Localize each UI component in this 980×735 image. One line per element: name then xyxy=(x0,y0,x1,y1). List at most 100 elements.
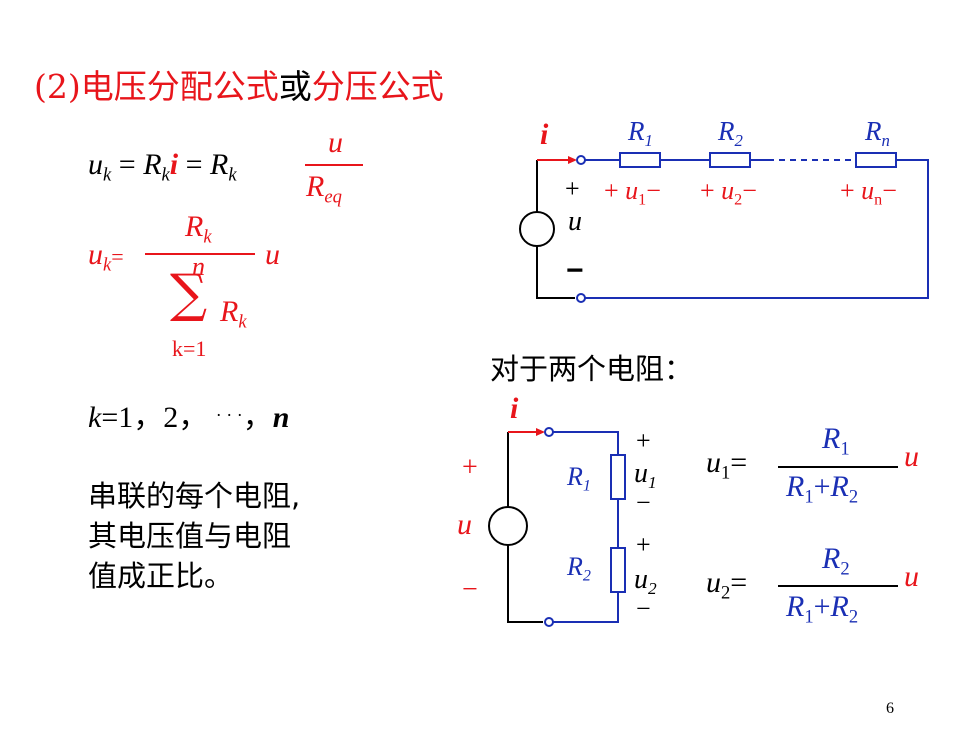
bottom-terminal-upper xyxy=(544,427,554,437)
u1-num-R: R xyxy=(822,422,841,455)
eq1-den-R: R xyxy=(306,170,325,203)
u1-num-sub: 1 xyxy=(840,438,850,460)
eq2-num-R: R xyxy=(185,210,204,243)
bottom-circuit xyxy=(488,427,626,627)
top-left-wire-lower xyxy=(536,246,575,299)
eq2-sum-top: n xyxy=(192,252,205,281)
u2-rhs-u: u xyxy=(904,560,919,593)
bottom-current-label: i xyxy=(510,392,519,425)
u1-den-plus: + xyxy=(813,470,831,503)
bottom-u2-minus: − xyxy=(636,594,651,623)
bottom-voltage-source xyxy=(488,506,528,546)
eq1-R: R xyxy=(143,148,162,181)
eq1-uk: u xyxy=(88,148,103,181)
u1-den-R2: R xyxy=(830,470,849,503)
bottom-R2-label: R2 xyxy=(567,552,591,586)
title-part1: (2)电压分配公式 xyxy=(34,67,279,106)
u1-denominator: R1+R2 xyxy=(786,470,858,509)
u2-lhs: u2= xyxy=(706,566,747,605)
eq2-u: u xyxy=(265,238,280,271)
top-u1-plus: + xyxy=(604,176,619,205)
k-range-comma: ， xyxy=(242,401,273,434)
top-resistor-R1 xyxy=(619,152,661,168)
eq2-fraction-bar xyxy=(145,253,255,255)
top-un-minus: − xyxy=(882,176,897,205)
bottom-u1-label: u1 xyxy=(634,458,657,493)
top-R2-letter: R xyxy=(718,116,735,146)
u1-lhs: u1= xyxy=(706,446,747,485)
title-part2: 或 xyxy=(278,67,312,106)
top-resistor-Rn xyxy=(855,152,897,168)
description-line-2: 其电压值与电阻 xyxy=(88,519,292,553)
eq1-equals: = xyxy=(118,148,136,181)
eq1-i: i xyxy=(169,148,179,181)
top-current-label: i xyxy=(540,118,549,151)
top-src-plus: + xyxy=(565,174,580,203)
two-resistors-label: 对于两个电阻： xyxy=(490,352,694,386)
top-un-label: + un− xyxy=(840,176,897,210)
description-line-3: 值成正比。 xyxy=(88,559,234,593)
u2-equals: = xyxy=(730,566,748,599)
bottom-left-wire-lower xyxy=(507,545,543,623)
eq1-num-u: u xyxy=(328,126,343,159)
top-u1-letter: u xyxy=(625,176,639,205)
bottom-R1-letter: R xyxy=(567,462,583,491)
k-range: k=1，2， · · ·，n xyxy=(88,392,289,436)
top-un-sub: n xyxy=(874,191,883,209)
top-R2-sub: 2 xyxy=(734,130,743,150)
bottom-wire-top xyxy=(553,431,619,455)
bottom-u2-label: u2 xyxy=(634,564,657,599)
eq1-R-sub: k xyxy=(161,164,170,186)
k-range-n: n xyxy=(272,401,290,434)
top-u1-sub: 1 xyxy=(638,191,647,209)
top-src-u: u xyxy=(568,206,582,237)
top-terminal-lower xyxy=(576,293,586,303)
u2-den-R1: R xyxy=(786,590,805,623)
u1-rhs-u: u xyxy=(904,440,919,473)
eq1-uk-sub: k xyxy=(103,164,112,186)
eq2-uk: u xyxy=(88,238,103,271)
k-range-k: k xyxy=(88,401,102,434)
bottom-terminal-lower xyxy=(544,617,554,627)
bottom-src-plus: + xyxy=(462,452,478,483)
k-range-dots: · · · xyxy=(215,405,243,425)
u2-lhs-sub: 2 xyxy=(721,582,731,604)
slide-title: (2)电压分配公式或分压公式 xyxy=(34,60,444,108)
top-R2-label: R2 xyxy=(718,116,743,151)
eq1-den-sub: eq xyxy=(324,186,342,208)
top-return-wire xyxy=(585,159,929,299)
bottom-u2-plus: + xyxy=(636,530,651,559)
eq2-sum-symbol: ∑ xyxy=(170,264,208,324)
u2-denominator: R1+R2 xyxy=(786,590,858,629)
bottom-src-u: u xyxy=(457,508,472,541)
top-un-plus: + xyxy=(840,176,855,205)
u1-lhs-sub: 1 xyxy=(721,462,731,484)
top-resistor-R2 xyxy=(709,152,751,168)
u2-den-R2-sub: 2 xyxy=(848,606,859,628)
bottom-resistor-R2 xyxy=(610,547,626,593)
bottom-resistor-R1 xyxy=(610,454,626,500)
top-u1-minus: − xyxy=(646,176,661,205)
top-circuit xyxy=(519,152,929,303)
top-R1-letter: R xyxy=(628,116,645,146)
eq2-sum-R: R xyxy=(220,295,239,328)
top-un-letter: u xyxy=(861,176,875,205)
u2-numerator: R2 xyxy=(822,542,850,581)
top-src-minus: − xyxy=(566,254,584,287)
top-R1-sub: 1 xyxy=(644,130,653,150)
bottom-u1-sub: 1 xyxy=(648,473,657,493)
eq2-num-sub: k xyxy=(203,226,212,248)
eq1-R2: R xyxy=(210,148,229,181)
eq2-numerator: Rk xyxy=(185,210,212,249)
eq2-equals: = xyxy=(111,244,124,269)
eq1-fraction-bar xyxy=(305,164,363,166)
bottom-R1-sub: 1 xyxy=(582,477,591,495)
page-number: 6 xyxy=(886,700,894,717)
top-u2-minus: − xyxy=(742,176,757,205)
bottom-u1-plus: + xyxy=(636,426,651,455)
k-range-values: =1，2， xyxy=(101,401,209,434)
u2-den-plus: + xyxy=(813,590,831,623)
bottom-R2-sub: 2 xyxy=(582,567,591,585)
eq2-sum-bottom: k=1 xyxy=(172,336,207,361)
